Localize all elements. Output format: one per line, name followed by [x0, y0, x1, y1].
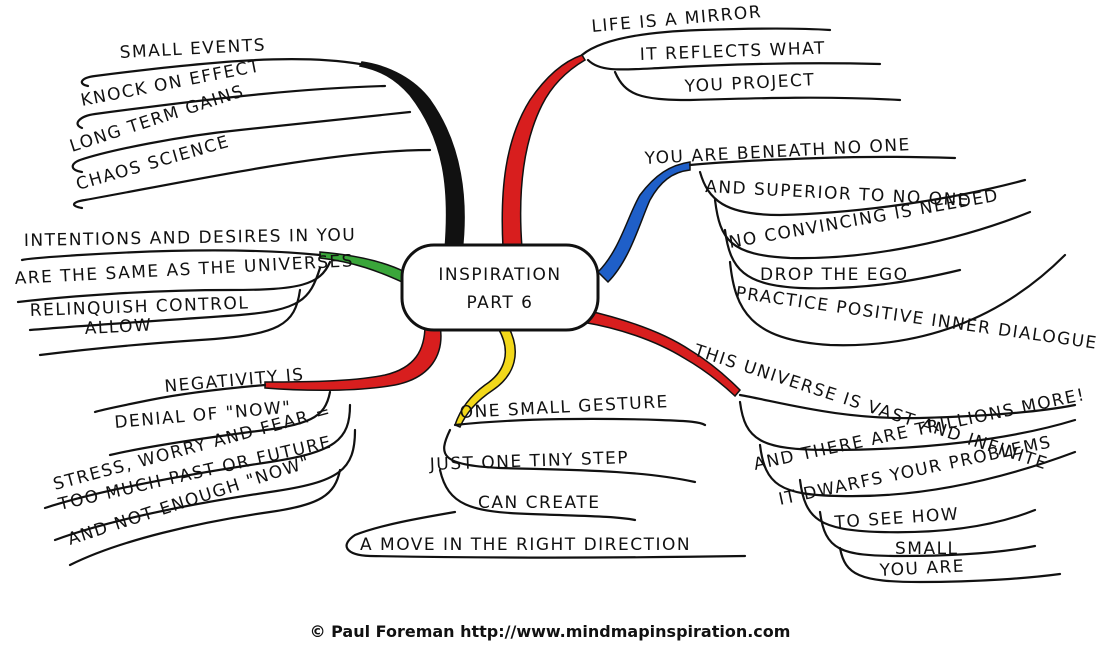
label-drop-the-ego: DROP THE EGO: [760, 265, 909, 285]
label-can-create: CAN CREATE: [478, 493, 600, 513]
line-not-enough: [68, 468, 342, 567]
label-you-are: YOU ARE: [878, 557, 965, 581]
line-to-see-how: [798, 478, 1037, 534]
line-relinquish: [28, 266, 322, 332]
line-one-small: [453, 417, 707, 427]
line-small-events: [80, 58, 362, 88]
line-can-create: [438, 468, 637, 522]
line-negativity: [93, 383, 267, 414]
line-beneath: [688, 155, 957, 167]
center-title-line2: PART 6: [467, 293, 534, 313]
line-same: [16, 260, 332, 304]
line-allow: [38, 288, 302, 357]
red-right-branch: [581, 309, 742, 398]
line-knock-on: [76, 84, 387, 130]
line-practice: [728, 253, 1067, 347]
line-tiny-step: [443, 428, 697, 484]
yellow-branch: [454, 325, 516, 428]
line-you-are: [838, 546, 1062, 584]
line-dwarfs: [758, 443, 1077, 498]
line-stress: [43, 403, 352, 510]
copyright-notice: © Paul Foreman http://www.mindmapinspira…: [309, 622, 791, 641]
label-beneath-no-one: YOU ARE BENEATH NO ONE: [643, 135, 911, 169]
center-title-line1: INSPIRATION: [438, 265, 561, 285]
line-project: [613, 70, 902, 102]
label-allow: ALLOW: [84, 315, 153, 339]
line-too-much: [53, 428, 357, 542]
line-life-mirror: [580, 27, 832, 57]
center-bubble: [400, 243, 600, 332]
red-left-branch: [264, 324, 442, 391]
black-branch: [358, 61, 465, 253]
line-right-direction: [345, 510, 747, 559]
label-it-reflects-what: IT REFLECTS WHAT: [639, 39, 826, 65]
line-denial: [108, 390, 332, 457]
line-trillions: [738, 400, 1077, 452]
label-right-direction: A MOVE IN THE RIGHT DIRECTION: [360, 535, 691, 555]
label-you-project: YOU PROJECT: [683, 70, 816, 97]
blue-branch: [596, 161, 691, 284]
line-universe-vast: [738, 393, 1077, 420]
label-practice-positive: PRACTICE POSITIVE INNER DIALOGUE: [734, 283, 1099, 354]
line-reflects: [586, 58, 882, 71]
line-superior: [698, 170, 1027, 217]
line-long-term: [71, 110, 412, 174]
line-drop-ego: [723, 228, 962, 290]
label-negativity-is: NEGATIVITY IS: [164, 365, 306, 397]
label-to-see-how: TO SEE HOW: [833, 504, 960, 533]
label-small: SMALL: [895, 539, 959, 559]
line-intentions: [20, 249, 322, 262]
line-small: [818, 510, 1037, 558]
line-chaos: [73, 148, 432, 210]
red-top-branch: [501, 54, 587, 249]
green-branch: [319, 251, 406, 284]
label-intentions: INTENTIONS AND DESIRES IN YOU: [24, 225, 357, 251]
